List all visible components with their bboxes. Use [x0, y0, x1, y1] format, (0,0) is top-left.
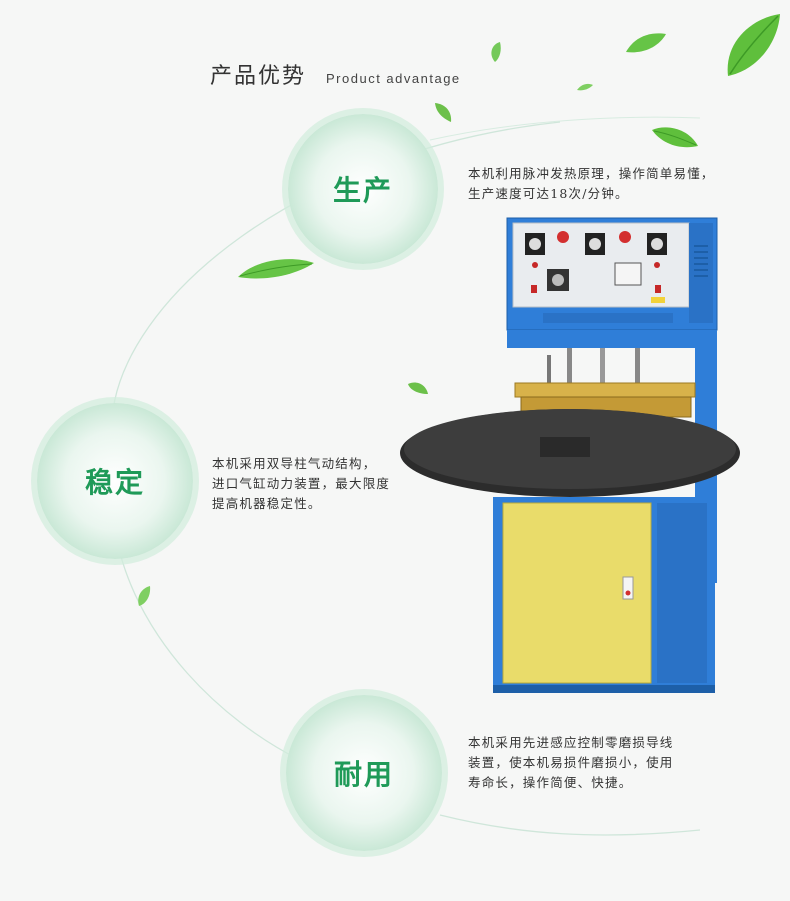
description-line: 本机采用先进感应控制零磨损导线 [468, 735, 674, 750]
description-line: 生产速度可达18次/分钟。 [468, 186, 629, 201]
description-line: 寿命长，操作简便、快捷。 [468, 775, 633, 790]
description-line: 装置，使本机易损件磨损小，使用 [468, 755, 674, 770]
feature-description-stability: 本机采用双导柱气动结构， 进口气缸动力装置，最大限度 提高机器稳定性。 [212, 454, 432, 514]
feature-label-production: 生产 [332, 174, 393, 207]
leaf-icon [138, 586, 151, 606]
feature-circle-durability: 耐用 [286, 695, 442, 851]
description-line: 提高机器稳定性。 [212, 496, 322, 511]
feature-label-durability: 耐用 [333, 758, 394, 791]
section-title: 产品优势 [210, 64, 307, 89]
leaf-icon [408, 382, 428, 394]
section-subtitle: Product advantage [326, 71, 461, 86]
description-line: 本机利用脉冲发热原理，操作简单易懂， [468, 166, 715, 181]
leaf-icon [435, 103, 452, 122]
description-line: 进口气缸动力装置，最大限度 [212, 476, 391, 491]
leaf-icon [238, 259, 314, 279]
leaf-icon [626, 33, 666, 53]
leaf-icon [727, 14, 780, 76]
machine-image [400, 217, 740, 693]
feature-description-production: 本机利用脉冲发热原理，操作简单易懂， 生产速度可达18次/分钟。 [468, 164, 768, 204]
description-line: 本机采用双导柱气动结构， [212, 456, 377, 471]
leaf-icon [577, 83, 593, 91]
leaf-icon [491, 42, 501, 62]
feature-description-durability: 本机采用先进感应控制零磨损导线 装置，使本机易损件磨损小，使用 寿命长，操作简便… [468, 733, 718, 793]
section-header: 产品优势 Product advantage [210, 58, 461, 90]
feature-label-stability: 稳定 [84, 466, 145, 499]
leaf-icon [652, 127, 698, 148]
feature-circle-stability: 稳定 [37, 403, 193, 559]
feature-circle-production: 生产 [288, 114, 438, 264]
